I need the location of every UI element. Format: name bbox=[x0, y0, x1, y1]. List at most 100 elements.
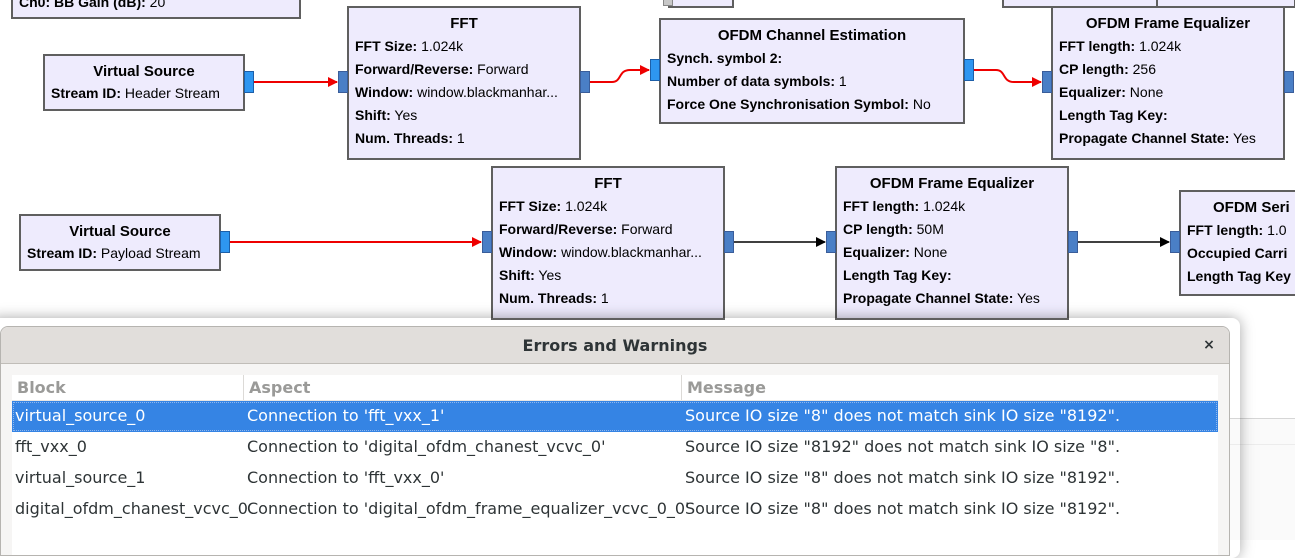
block-title: OFDM Channel Estimation bbox=[717, 27, 907, 44]
background-panel bbox=[1230, 418, 1295, 540]
cell-block: digital_ofdm_chanest_vcvc_0 bbox=[15, 499, 248, 518]
param-key: Forward/Reverse: bbox=[499, 221, 618, 237]
block-ofdm-frame-equalizer-top[interactable]: OFDM Frame Equalizer FFT length: 1.024k … bbox=[1051, 6, 1285, 160]
input-port[interactable] bbox=[826, 231, 836, 253]
cell-block: fft_vxx_0 bbox=[15, 437, 87, 456]
block-title: Virtual Source bbox=[69, 223, 171, 240]
param-value: Yes bbox=[394, 107, 418, 123]
param-value: 1.024k bbox=[421, 38, 464, 54]
param-key: Shift: bbox=[499, 267, 535, 283]
output-port[interactable] bbox=[1068, 231, 1078, 253]
cell-aspect: Connection to 'digital_ofdm_frame_equali… bbox=[247, 499, 690, 518]
cell-message: Source IO size "8" does not match sink I… bbox=[685, 499, 1121, 518]
dialog-titlebar[interactable]: Errors and Warnings × bbox=[1, 327, 1229, 364]
param-value: None bbox=[1129, 84, 1164, 100]
output-port[interactable] bbox=[580, 71, 590, 93]
column-header-message[interactable]: Message bbox=[681, 375, 1218, 400]
output-port[interactable] bbox=[964, 59, 974, 81]
dialog-title: Errors and Warnings bbox=[522, 336, 708, 355]
param-value: 1.0 bbox=[1267, 222, 1287, 238]
param-value: Forward bbox=[477, 61, 529, 77]
column-header-block[interactable]: Block bbox=[17, 378, 66, 397]
block-title: OFDM Frame Equalizer bbox=[869, 175, 1035, 192]
block-fft-top[interactable]: FFT FFT Size: 1.024k Forward/Reverse: Fo… bbox=[347, 6, 581, 160]
param-key: Length Tag Key bbox=[1187, 268, 1291, 284]
param-key: Window: bbox=[499, 244, 558, 260]
param-value: 256 bbox=[1132, 61, 1156, 77]
input-port[interactable] bbox=[650, 59, 660, 81]
block-ofdm-frame-equalizer-bottom[interactable]: OFDM Frame Equalizer FFT length: 1.024k … bbox=[835, 166, 1069, 320]
block-ofdm-serializer[interactable]: OFDM Seri FFT length: 1.0 Occupied Carri… bbox=[1179, 190, 1295, 296]
block-title: FFT bbox=[450, 15, 478, 32]
cell-aspect: Connection to 'fft_vxx_1' bbox=[247, 406, 445, 425]
param-key: Force One Synchronisation Symbol: bbox=[667, 96, 909, 112]
block-ofdm-channel-estimation[interactable]: OFDM Channel Estimation Synch. symbol 2:… bbox=[659, 18, 965, 124]
param-key: Num. Threads: bbox=[355, 130, 454, 146]
param-value: Yes bbox=[1017, 290, 1040, 306]
output-port[interactable] bbox=[244, 71, 254, 93]
param-key: FFT Size: bbox=[355, 38, 418, 54]
param-key: FFT length: bbox=[1059, 38, 1136, 54]
output-port[interactable] bbox=[724, 231, 734, 253]
param-key: Synch. symbol 2: bbox=[667, 50, 783, 66]
table-row[interactable]: virtual_source_0 Connection to 'fft_vxx_… bbox=[12, 401, 1218, 432]
param-key: CP length: bbox=[1059, 61, 1129, 77]
table-header: Block Aspect Message bbox=[12, 375, 1218, 401]
flowgraph-canvas[interactable]: Ch0: BB Gain (dB): 20 Virtual Source Str… bbox=[0, 0, 1295, 539]
cell-aspect: Connection to 'digital_ofdm_chanest_vcvc… bbox=[247, 437, 606, 456]
param-key: Ch0: BB Gain (dB): bbox=[19, 0, 146, 10]
cell-block: virtual_source_0 bbox=[15, 406, 146, 425]
param-value: Yes bbox=[1233, 130, 1256, 146]
input-port[interactable] bbox=[482, 231, 492, 253]
param-key: Length Tag Key: bbox=[843, 267, 952, 283]
param-value: Payload Stream bbox=[100, 245, 201, 261]
param-value: None bbox=[913, 244, 948, 260]
param-key: CP length: bbox=[843, 221, 913, 237]
param-value: 1.024k bbox=[565, 198, 608, 214]
param-key: Forward/Reverse: bbox=[355, 61, 474, 77]
param-key: FFT Size: bbox=[499, 198, 562, 214]
output-port[interactable] bbox=[1284, 71, 1294, 93]
block-title: FFT bbox=[594, 175, 622, 192]
block-partial-top-middle[interactable] bbox=[668, 0, 734, 8]
block-virtual-source-payload[interactable]: Virtual Source Stream ID: Payload Stream bbox=[19, 214, 221, 271]
table-row[interactable]: fft_vxx_0 Connection to 'digital_ofdm_ch… bbox=[12, 432, 1218, 463]
param-value: Header Stream bbox=[124, 85, 220, 101]
block-title: Virtual Source bbox=[93, 63, 195, 80]
input-port[interactable] bbox=[1170, 231, 1180, 253]
param-key: Window: bbox=[355, 84, 414, 100]
param-value: 1 bbox=[838, 73, 847, 89]
errors-warnings-dialog: Errors and Warnings × Block Aspect Messa… bbox=[0, 326, 1230, 556]
param-value: Forward bbox=[621, 221, 673, 237]
column-header-aspect[interactable]: Aspect bbox=[243, 375, 681, 400]
port-partial[interactable] bbox=[663, 0, 673, 6]
param-key: Stream ID: bbox=[51, 85, 122, 101]
cell-block: virtual_source_1 bbox=[15, 468, 146, 487]
input-port[interactable] bbox=[338, 71, 348, 93]
param-value: window.blackmanhar... bbox=[417, 84, 558, 100]
cell-message: Source IO size "8" does not match sink I… bbox=[685, 468, 1121, 487]
param-key: Equalizer: bbox=[843, 244, 910, 260]
param-value: 1 bbox=[600, 290, 609, 306]
table-row[interactable]: virtual_source_1 Connection to 'fft_vxx_… bbox=[12, 463, 1218, 494]
param-value: No bbox=[912, 96, 931, 112]
block-fft-bottom[interactable]: FFT FFT Size: 1.024k Forward/Reverse: Fo… bbox=[491, 166, 725, 320]
param-value: 20 bbox=[149, 0, 166, 10]
param-value: 1 bbox=[456, 130, 465, 146]
cell-message: Source IO size "8192" does not match sin… bbox=[685, 437, 1121, 456]
param-value: 50M bbox=[916, 221, 944, 237]
block-title: OFDM Frame Equalizer bbox=[1085, 15, 1251, 32]
input-port[interactable] bbox=[1042, 71, 1052, 93]
param-value: Yes bbox=[538, 267, 562, 283]
close-icon[interactable]: × bbox=[1203, 337, 1215, 353]
block-partial-top[interactable]: Ch0: BB Gain (dB): 20 bbox=[11, 0, 301, 19]
param-key: FFT length: bbox=[1187, 222, 1264, 238]
param-key: FFT length: bbox=[843, 198, 920, 214]
param-key: Occupied Carri bbox=[1187, 245, 1288, 261]
block-virtual-source-header[interactable]: Virtual Source Stream ID: Header Stream bbox=[43, 54, 245, 111]
param-key: Number of data symbols: bbox=[667, 73, 836, 89]
param-key: Propagate Channel State: bbox=[843, 290, 1014, 306]
output-port[interactable] bbox=[220, 231, 230, 253]
cell-message: Source IO size "8" does not match sink I… bbox=[685, 406, 1121, 425]
table-row[interactable]: digital_ofdm_chanest_vcvc_0 Connection t… bbox=[12, 494, 1218, 525]
